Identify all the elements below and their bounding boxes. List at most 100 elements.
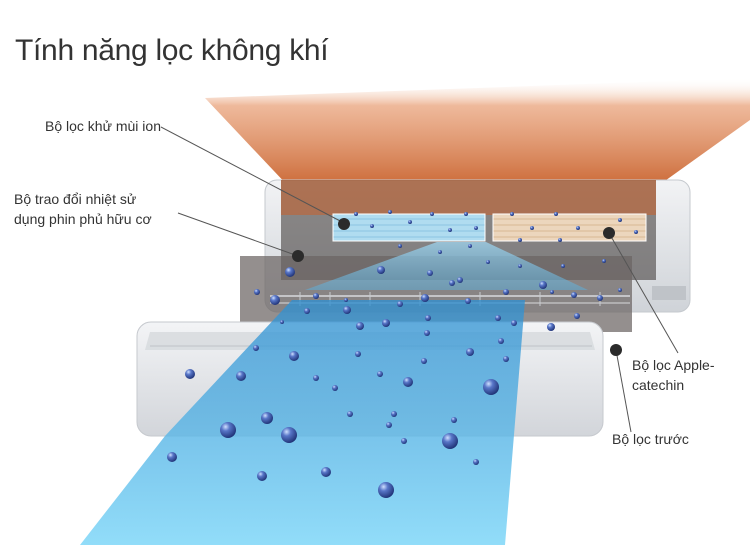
particle-sphere-icon [539,281,547,289]
particle-sphere-icon [457,277,463,283]
particle-sphere-icon [465,298,471,304]
particle-sphere-icon [466,348,474,356]
particle-sphere-icon [313,293,319,299]
particle-sphere-icon [401,438,407,444]
particle-sphere-icon [576,226,580,230]
particle-sphere-icon [464,212,468,216]
particle-sphere-icon [451,417,457,423]
particle-sphere-icon [388,210,392,214]
particle-sphere-icon [438,250,442,254]
particle-sphere-icon [571,292,577,298]
particle-sphere-icon [281,427,297,443]
particle-sphere-icon [425,315,431,321]
particle-sphere-icon [421,294,429,302]
particle-sphere-icon [236,371,246,381]
particle-sphere-icon [468,244,472,248]
particle-sphere-icon [474,226,478,230]
apple-catechin-filter [492,213,647,242]
particle-sphere-icon [377,266,385,274]
upper-clean-air-beam [305,242,588,290]
air-particles [167,210,638,498]
label-apple-catechin-filter: Bộ lọc Apple- catechin [632,355,715,395]
particle-sphere-icon [377,371,383,377]
callout-dot-icon [292,218,622,356]
particle-sphere-icon [321,467,331,477]
particle-sphere-icon [518,238,522,242]
particle-sphere-icon [391,411,397,417]
particle-sphere-icon [347,411,353,417]
particle-sphere-icon [344,298,348,302]
particle-sphere-icon [421,358,427,364]
particle-sphere-icon [602,259,606,263]
label-pre-filter: Bộ lọc trước [612,429,689,449]
callout-lines [160,126,679,433]
particle-sphere-icon [597,295,603,301]
particle-sphere-icon [382,319,390,327]
label-line: Bộ trao đổi nhiệt sử [14,191,137,207]
particle-sphere-icon [378,482,394,498]
particle-sphere-icon [498,338,504,344]
particle-sphere-icon [495,315,501,321]
particle-sphere-icon [449,280,455,286]
particle-sphere-icon [280,320,284,324]
label-line: dụng phin phủ hữu cơ [14,211,152,227]
particle-sphere-icon [547,323,555,331]
particle-sphere-icon [634,230,638,234]
label-line: Bộ lọc trước [612,431,689,447]
label-heat-exchanger: Bộ trao đổi nhiệt sử dụng phin phủ hữu c… [14,189,152,229]
particle-sphere-icon [408,220,412,224]
particle-sphere-icon [285,267,295,277]
particle-sphere-icon [257,471,267,481]
particle-sphere-icon [253,345,259,351]
particle-sphere-icon [518,264,522,268]
particle-sphere-icon [503,289,509,295]
particle-sphere-icon [554,212,558,216]
incoming-warm-air [205,78,750,188]
particle-sphere-icon [304,308,310,314]
label-line: Bộ lọc Apple- [632,357,715,373]
particle-sphere-icon [185,369,195,379]
particle-sphere-icon [254,289,260,295]
particle-sphere-icon [289,351,299,361]
particle-sphere-icon [424,330,430,336]
label-deodorizing-filter: Bộ lọc khử mùi ion [45,116,161,136]
label-line: catechin [632,377,685,393]
particle-sphere-icon [370,224,374,228]
particle-sphere-icon [530,226,534,230]
particle-sphere-icon [503,356,509,362]
particle-sphere-icon [486,260,490,264]
particle-sphere-icon [355,351,361,357]
clean-air-outflow-beam [80,300,525,545]
particle-sphere-icon [167,452,177,462]
label-line: Bộ lọc khử mùi ion [45,118,161,134]
particle-sphere-icon [398,244,402,248]
particle-sphere-icon [332,385,338,391]
particle-sphere-icon [473,459,479,465]
particle-sphere-icon [261,412,273,424]
particle-sphere-icon [574,313,580,319]
particle-sphere-icon [220,422,236,438]
particle-sphere-icon [448,228,452,232]
particle-sphere-icon [427,270,433,276]
particle-sphere-icon [618,218,622,222]
particle-sphere-icon [270,295,280,305]
particle-sphere-icon [430,212,434,216]
particle-sphere-icon [397,301,403,307]
deodorizing-ion-filter [332,213,486,242]
particle-sphere-icon [558,238,562,242]
particle-sphere-icon [313,375,319,381]
particle-sphere-icon [343,306,351,314]
particle-sphere-icon [403,377,413,387]
particle-sphere-icon [561,264,565,268]
particle-sphere-icon [354,212,358,216]
particle-sphere-icon [618,288,622,292]
particle-sphere-icon [442,433,458,449]
particle-sphere-icon [483,379,499,395]
particle-sphere-icon [550,290,554,294]
particle-sphere-icon [511,320,517,326]
particle-sphere-icon [356,322,364,330]
particle-sphere-icon [510,212,514,216]
particle-sphere-icon [386,422,392,428]
diagram-title: Tính năng lọc không khí [15,34,329,67]
